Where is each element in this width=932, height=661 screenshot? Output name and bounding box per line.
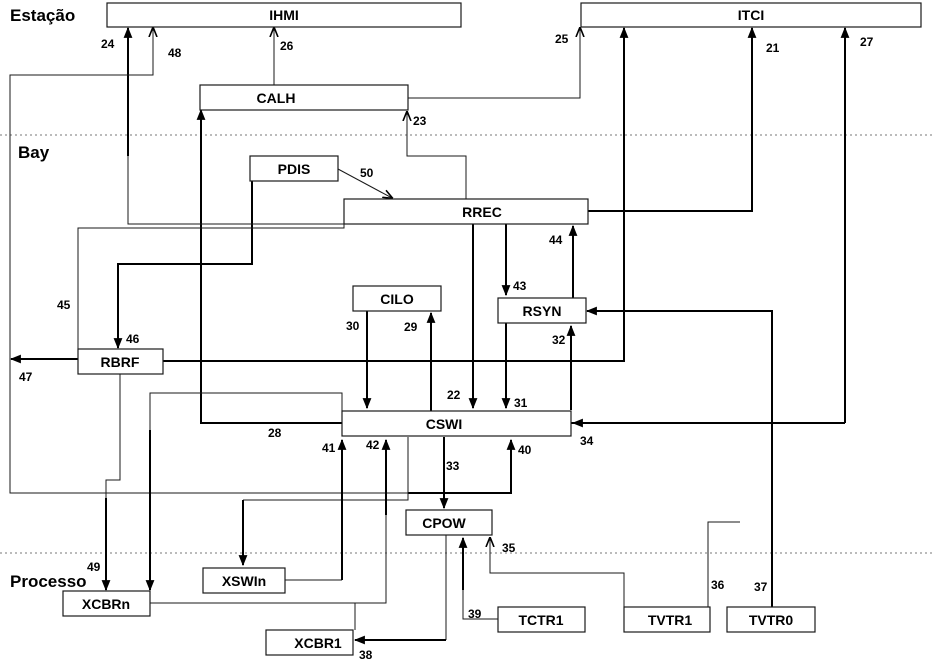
- node-rsyn-label: RSYN: [523, 303, 562, 319]
- level-label-bay: Bay: [18, 143, 50, 162]
- node-xcbrn: XCBRn: [62, 590, 151, 617]
- node-rsyn: RSYN: [497, 297, 587, 324]
- node-ihmi: IHMI: [106, 2, 462, 28]
- connection-50: [337, 168, 392, 198]
- connection-35: [490, 538, 625, 607]
- label-22: 22: [447, 388, 461, 402]
- connection-46: [113, 181, 253, 350]
- label-35: 35: [502, 541, 516, 555]
- node-cpow: CPOW: [405, 509, 493, 536]
- label-46: 46: [126, 332, 140, 346]
- label-48: 48: [168, 46, 182, 60]
- node-xcbr1-label: XCBR1: [294, 635, 342, 651]
- label-33: 33: [446, 459, 460, 473]
- level-label-process: Processo: [10, 572, 87, 591]
- label-23: 23: [413, 114, 427, 128]
- label-25: 25: [555, 32, 569, 46]
- node-rrec: RREC: [343, 198, 589, 225]
- node-cswi-label: CSWI: [426, 416, 463, 432]
- label-29: 29: [404, 320, 418, 334]
- node-tvtr1: TVTR1: [623, 606, 711, 633]
- node-ihmi-label: IHMI: [269, 7, 299, 23]
- connection-45: [77, 224, 345, 349]
- node-pdis-label: PDIS: [278, 161, 311, 177]
- node-pdis: PDIS: [249, 155, 339, 182]
- node-cpow-label: CPOW: [422, 515, 466, 531]
- node-xswin-label: XSWIn: [222, 573, 266, 589]
- node-tvtr1-label: TVTR1: [648, 612, 693, 628]
- label-30: 30: [346, 319, 360, 333]
- node-cilo-label: CILO: [380, 291, 414, 307]
- node-tvtr0-label: TVTR0: [749, 612, 794, 628]
- node-itci: ITCI: [580, 2, 922, 28]
- node-tctr1-label: TCTR1: [518, 612, 563, 628]
- node-rrec-label: RREC: [462, 204, 502, 220]
- connection-42-thin: [150, 602, 356, 630]
- node-xcbrn-label: XCBRn: [82, 596, 130, 612]
- connection-39-thin: [462, 590, 498, 620]
- connection-23: [407, 112, 467, 199]
- label-21: 21: [766, 41, 780, 55]
- node-cswi: CSWI: [341, 410, 572, 437]
- connection-cswi-xcbrn-top: [149, 392, 343, 430]
- label-41: 41: [322, 441, 336, 455]
- label-38: 38: [359, 648, 373, 661]
- connection-rrec-left: [127, 156, 344, 225]
- label-49: 49: [87, 560, 101, 574]
- connection-42-mid: [355, 515, 387, 604]
- connection-cswi-xswin-top: [243, 437, 409, 501]
- label-42: 42: [366, 438, 380, 452]
- label-47: 47: [19, 370, 33, 384]
- label-44: 44: [549, 233, 563, 247]
- node-rbrf-label: RBRF: [101, 354, 140, 370]
- label-36: 36: [711, 578, 725, 592]
- connection-36: [707, 521, 740, 607]
- node-cilo: CILO: [352, 285, 442, 312]
- node-calh-label: CALH: [257, 90, 296, 106]
- connection-to-itci-from-rbrf: [163, 26, 629, 362]
- label-50: 50: [360, 166, 374, 180]
- label-31: 31: [514, 396, 528, 410]
- label-34: 34: [580, 434, 594, 448]
- connection-21: [588, 26, 757, 212]
- connection-49-thin: [105, 374, 121, 498]
- label-32: 32: [552, 333, 566, 347]
- label-28: 28: [268, 426, 282, 440]
- node-xcbr1: XCBR1: [265, 629, 354, 656]
- connection-40: [408, 438, 516, 494]
- connection-28: [196, 108, 342, 424]
- label-45: 45: [57, 298, 71, 312]
- node-calh: CALH: [199, 84, 409, 111]
- node-tctr1: TCTR1: [497, 606, 586, 633]
- node-xswin: XSWIn: [202, 567, 286, 594]
- label-40: 40: [518, 443, 532, 457]
- level-label-station: Estação: [10, 6, 75, 25]
- node-rbrf: RBRF: [77, 348, 164, 375]
- label-37: 37: [754, 580, 768, 594]
- node-itci-label: ITCI: [738, 7, 764, 23]
- label-39: 39: [468, 607, 482, 621]
- label-26: 26: [280, 39, 294, 53]
- connection-37: [585, 306, 773, 607]
- node-tvtr0: TVTR0: [726, 606, 816, 633]
- connection-25: [408, 28, 580, 99]
- label-27: 27: [860, 35, 874, 49]
- label-24: 24: [101, 37, 115, 51]
- label-43: 43: [513, 279, 527, 293]
